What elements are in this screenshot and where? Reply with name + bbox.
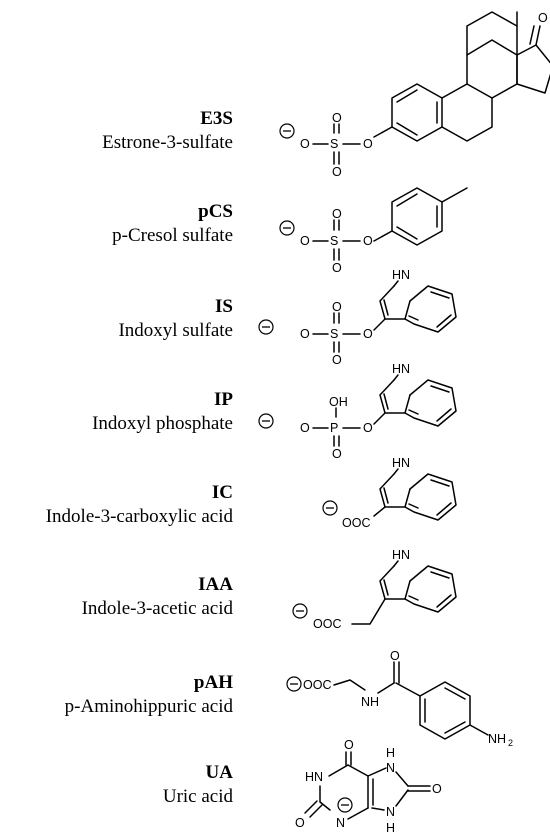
ring-d: [516, 44, 550, 94]
bond-c8-o: [407, 785, 431, 792]
atom-o-ester: O: [363, 137, 373, 151]
ketone-bond-2: [529, 25, 535, 45]
label-name-ic: Indole-3-carboxylic acid: [46, 506, 234, 527]
bond-glycine: [333, 679, 366, 691]
bond-ch2: [351, 598, 386, 625]
bond-s-o-top: [333, 123, 340, 134]
structure-ip: HN O P OH O O: [258, 362, 457, 461]
atom-o-ester: O: [363, 421, 373, 435]
benzene-ring: [404, 285, 457, 333]
atom-nh: HN: [392, 456, 410, 470]
atom-oh: OH: [329, 395, 348, 409]
atom-n-9: N: [386, 805, 395, 819]
atom-nh: HN: [392, 268, 410, 282]
label-abbr-ua: UA: [206, 762, 234, 783]
label-name-iaa: Indole-3-acetic acid: [82, 598, 234, 619]
atom-h-9: H: [386, 821, 395, 835]
atom-hn-1: HN: [305, 770, 323, 784]
atom-n-7: N: [386, 761, 395, 775]
atom-o-top: O: [332, 111, 342, 125]
structure-ua: O HN O N N H O N H: [295, 738, 442, 835]
structure-ic: HN OOC: [322, 456, 457, 530]
ring-a: [391, 83, 443, 142]
atom-o-top: O: [332, 300, 342, 314]
label-abbr-pah: pAH: [194, 672, 233, 693]
atom-s: S: [330, 234, 338, 248]
atom-o-anion: O: [300, 137, 310, 151]
bond-ring-o: [373, 230, 393, 242]
bond-carbonyl: [393, 661, 400, 684]
atom-o-bottom: O: [332, 165, 342, 179]
label-name-ua: Uric acid: [163, 786, 234, 807]
bond-c2-o: [304, 800, 323, 818]
atom-o-c2: O: [295, 816, 305, 830]
atom-ketone-o: O: [538, 11, 548, 25]
atom-h-7: H: [386, 746, 395, 760]
atom-o-anion: O: [300, 234, 310, 248]
atom-o-anion: O: [300, 421, 310, 435]
structure-pcs: O S O O O: [279, 187, 468, 275]
atom-ooc: OOC: [303, 678, 331, 692]
atom-o-ester: O: [363, 234, 373, 248]
ketone-bond: [535, 25, 541, 46]
label-abbr-ip: IP: [214, 389, 233, 410]
ring-benzene: [419, 681, 471, 740]
atom-o-bottom: O: [332, 353, 342, 367]
ring-a-double-bonds: [396, 89, 438, 136]
ring-c-upper: [466, 11, 518, 56]
atom-o-bottom: O: [332, 447, 342, 461]
atom-ooc: OOC: [342, 516, 370, 530]
label-name-pah: p-Aminohippuric acid: [65, 696, 234, 717]
ring-benzene: [391, 187, 443, 246]
label-name-ip: Indoxyl phosphate: [92, 413, 233, 434]
atom-o-carbonyl: O: [390, 649, 400, 663]
bond-ring-o: [373, 318, 386, 331]
bond-s-o-bottom: [333, 151, 340, 165]
structure-e3s: O O S O O O: [279, 11, 550, 179]
labels: E3S Estrone-3-sulfate pCS p-Cresol sulfa…: [46, 108, 234, 807]
ring-c: [466, 39, 518, 99]
atom-o-ester: O: [363, 327, 373, 341]
atom-p: P: [330, 421, 338, 435]
ring-b: [441, 83, 493, 142]
label-name-is: Indoxyl sulfate: [118, 320, 233, 341]
atom-nh: HN: [392, 548, 410, 562]
atom-nh: NH: [361, 695, 379, 709]
atom-s: S: [330, 137, 338, 151]
bond-c6-o: [345, 751, 352, 766]
atom-o-bottom: O: [332, 261, 342, 275]
label-abbr-pcs: pCS: [198, 201, 233, 222]
benzene-ring: [404, 379, 457, 427]
label-abbr-ic: IC: [212, 482, 233, 503]
atom-ooc: OOC: [313, 617, 341, 631]
methyl-bond: [441, 187, 468, 203]
label-abbr-iaa: IAA: [198, 574, 233, 595]
benzene-ring: [404, 473, 457, 521]
atom-o-anion: O: [300, 327, 310, 341]
atom-o-c8: O: [432, 782, 442, 796]
structure-pah: OOC NH O NH 2: [286, 649, 513, 748]
bond-ring-o: [373, 126, 393, 138]
structure-iaa: HN OOC: [292, 548, 457, 631]
ring-double-bonds: [396, 193, 438, 240]
atom-nh: HN: [392, 362, 410, 376]
atom-n-3: N: [336, 816, 345, 830]
label-abbr-is: IS: [215, 296, 233, 317]
atom-nh2: NH: [488, 732, 506, 746]
benzene-ring: [404, 565, 457, 613]
label-abbr-e3s: E3S: [200, 108, 233, 129]
atom-s: S: [330, 327, 338, 341]
atom-nh2-subscript: 2: [508, 738, 513, 748]
atom-o-top: O: [332, 207, 342, 221]
atom-o-c6: O: [344, 738, 354, 752]
structure-is: HN O S O O O: [258, 268, 457, 367]
label-name-e3s: Estrone-3-sulfate: [102, 132, 233, 153]
label-name-pcs: p-Cresol sulfate: [112, 225, 233, 246]
